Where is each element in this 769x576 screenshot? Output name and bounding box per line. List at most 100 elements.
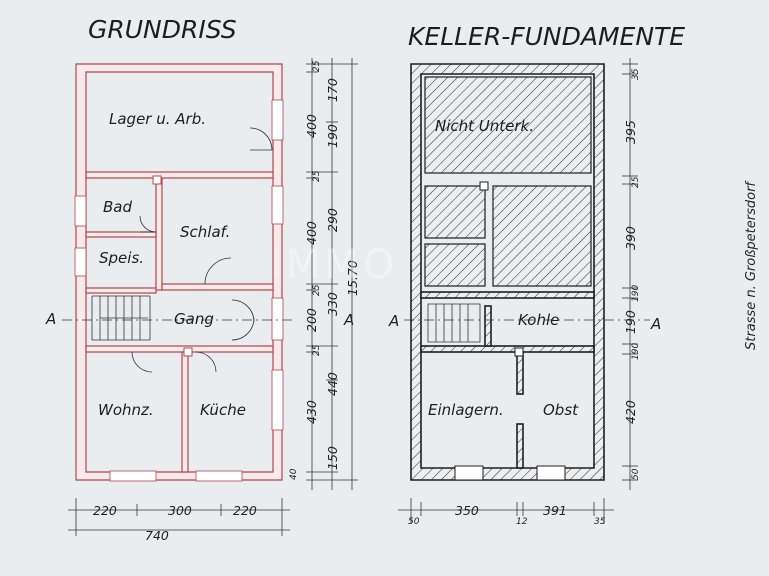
dim-g-190: 190: [325, 124, 340, 148]
dim-b-35: 35: [631, 68, 641, 80]
section-mark-left: A: [45, 310, 56, 328]
dim-g-220a: 220: [93, 503, 117, 518]
window-wohnz: [109, 470, 157, 482]
window-kueche-south: [195, 470, 243, 482]
wall-obst-upper: [516, 351, 524, 395]
wall-schlaf-left: [155, 177, 163, 291]
dim-g-25b: 25: [312, 170, 322, 182]
dim-g-150: 150: [325, 446, 340, 470]
dim-g-25d: 25: [312, 344, 322, 356]
dim-g-220b: 220: [233, 503, 257, 518]
dim-b-50: 50: [631, 468, 641, 480]
wall-obst-lower: [516, 423, 524, 469]
light-well-2: [536, 465, 566, 481]
dim-g-200: 200: [304, 308, 319, 332]
window-speis: [74, 247, 87, 277]
section-mark-mid: A: [343, 311, 354, 329]
dim-b-350: 350: [455, 503, 479, 518]
basement-outer-wall: [410, 63, 605, 481]
basement-dimension-chain: [622, 58, 638, 490]
wall-wohnz-kueche: [181, 351, 189, 473]
wall-kohle-top: [420, 291, 595, 299]
dim-g-170: 170: [325, 78, 340, 102]
staircase-ground: [91, 295, 151, 341]
wall-lager-bottom: [85, 171, 274, 179]
dim-b-190b: 190: [623, 310, 638, 334]
section-mark-basement-right: A: [650, 315, 661, 333]
dim-g-400b: 400: [304, 221, 319, 245]
title-grundriss: GRUNDRISS: [88, 15, 237, 44]
dim-b-25: 25: [631, 176, 641, 188]
room-obst: Obst: [543, 401, 579, 419]
light-well-1: [454, 465, 484, 481]
area-unexcavated-large: [492, 185, 592, 287]
wall-bad-speis: [85, 231, 157, 238]
door-swing-kueche: [195, 351, 217, 373]
door-swing-bad: [139, 215, 157, 233]
ground-dimension-chains: [306, 58, 358, 490]
chimney-gang: [183, 347, 193, 357]
dim-g-25a: 25: [312, 60, 322, 72]
wall-kohle-bottom: [420, 345, 595, 353]
dim-g-40: 40: [289, 468, 299, 480]
room-einlagern: Einlagern.: [428, 401, 504, 419]
dim-b-390: 390: [623, 226, 638, 250]
dim-b-190c: 190: [631, 343, 641, 360]
wall-schlaf-bottom: [161, 283, 274, 291]
wall-speis-gang: [85, 287, 157, 294]
room-wohnz: Wohnz.: [98, 401, 154, 419]
door-swing-wohnz: [131, 351, 153, 373]
window-kueche: [271, 369, 284, 431]
ground-floor-plan: [62, 63, 296, 482]
ground-outer-wall: [75, 63, 283, 481]
dim-g-400a: 400: [304, 114, 319, 138]
window-lager: [271, 99, 284, 141]
room-speis: Speis.: [99, 249, 144, 267]
door-swing-schlaf: [204, 257, 232, 285]
dim-g-330: 330: [325, 292, 340, 316]
dim-g-25c: 25: [312, 284, 322, 296]
dim-g-total-height: 15.70: [345, 260, 360, 296]
room-lager: Lager u. Arb.: [109, 110, 206, 128]
room-kohle: Kohle: [518, 311, 559, 329]
window-bad: [74, 195, 87, 227]
basement-bottom-dims: [398, 498, 614, 524]
staircase-basement: [427, 303, 481, 343]
area-unexcavated-small-1: [424, 185, 486, 239]
dim-g-290: 290: [325, 208, 340, 232]
ground-bottom-dims: [68, 498, 290, 536]
dim-g-300: 300: [168, 503, 192, 518]
room-bad: Bad: [103, 198, 132, 216]
door-swing-lager: [249, 127, 273, 151]
room-gang: Gang: [174, 310, 214, 328]
dim-b-190a: 190: [631, 285, 641, 302]
dim-g-440: 440: [325, 372, 340, 396]
room-kueche: Küche: [200, 401, 246, 419]
dim-g-430: 430: [304, 400, 319, 424]
dim-b-391: 391: [543, 503, 567, 518]
chimney-bad: [152, 175, 162, 185]
title-keller-fundamente: KELLER-FUNDAMENTE: [408, 22, 685, 51]
door-swing-entrance: [231, 299, 255, 341]
entrance-door: [271, 297, 284, 341]
window-schlaf: [271, 185, 284, 225]
street-label: Strasse n. Großpetersdorf: [744, 180, 759, 350]
area-nicht-unterk: [424, 76, 592, 174]
section-mark-basement-left: A: [388, 312, 399, 330]
watermark: IMMO: [270, 242, 398, 288]
chimney-basement-2: [514, 347, 524, 357]
basement-plan: [404, 63, 650, 481]
chimney-basement-1: [479, 181, 489, 191]
room-schlaf: Schlaf.: [180, 223, 230, 241]
area-unexcavated-small-2: [424, 243, 486, 287]
dim-g-740: 740: [145, 528, 169, 543]
wall-gang-bottom: [85, 345, 274, 353]
dim-b-bottom-35: 35: [594, 517, 606, 527]
dim-b-420: 420: [623, 400, 638, 424]
wall-kohle-stair: [484, 305, 492, 347]
room-nicht-unterk: Nicht Unterk.: [435, 117, 534, 135]
dim-b-395: 395: [623, 120, 638, 144]
dim-b-12: 12: [516, 517, 528, 527]
